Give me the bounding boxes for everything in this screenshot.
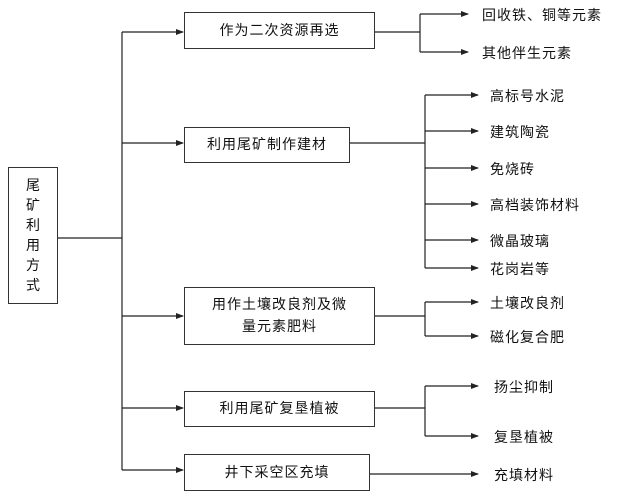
root-char: 尾 (26, 177, 40, 194)
leaf-item: 复垦植被 (494, 430, 554, 446)
leaf-item: 回收铁、铜等元素 (482, 8, 602, 24)
root-char: 利 (26, 217, 40, 234)
root-char: 式 (26, 277, 40, 294)
category-label: 利用尾矿制作建材 (207, 137, 327, 153)
category-label: 作为二次资源再选 (219, 22, 340, 39)
root-box: 尾 矿 利 用 方 式 (8, 167, 58, 304)
category-box-reclamation: 利用尾矿复垦植被 (184, 391, 375, 427)
category-box-soil-fertilizer: 用作土壤改良剂及微 量元素肥料 (184, 287, 375, 345)
leaf-item: 花岗岩等 (490, 262, 550, 278)
category-label-line2: 量元素肥料 (242, 319, 317, 335)
category-box-resource: 作为二次资源再选 (184, 12, 375, 49)
category-label: 用作土壤改良剂及微 (212, 297, 347, 313)
root-char: 矿 (26, 197, 40, 214)
leaf-item: 扬尘抑制 (494, 380, 554, 396)
category-label: 井下采空区充填 (224, 464, 330, 481)
leaf-item: 微晶玻璃 (490, 234, 550, 250)
leaf-item: 建筑陶瓷 (490, 125, 550, 141)
category-box-backfill: 井下采空区充填 (184, 454, 370, 491)
root-char: 方 (26, 257, 40, 274)
leaf-item: 其他伴生元素 (482, 46, 572, 62)
leaf-item: 充填材料 (494, 468, 554, 484)
category-box-building-materials: 利用尾矿制作建材 (184, 127, 350, 163)
leaf-item: 磁化复合肥 (490, 330, 565, 346)
leaf-item: 免烧砖 (490, 162, 535, 178)
leaf-item: 高标号水泥 (490, 89, 565, 105)
root-char: 用 (26, 237, 40, 254)
leaf-item: 高档装饰材料 (490, 198, 580, 214)
leaf-item: 土壤改良剂 (490, 296, 565, 312)
category-label: 利用尾矿复垦植被 (219, 401, 340, 417)
